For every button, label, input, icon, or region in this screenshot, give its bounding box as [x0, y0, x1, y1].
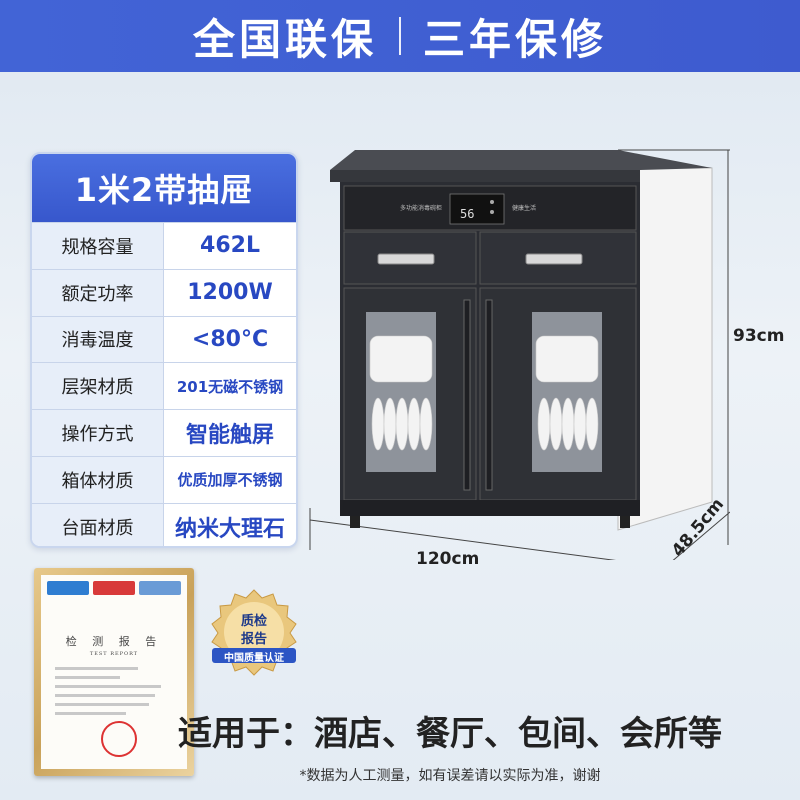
- temperature-display: 56: [460, 207, 474, 221]
- usage-scenarios: 适用于：酒店、餐厅、包间、会所等: [178, 714, 722, 754]
- spec-label: 层架材质: [32, 363, 164, 410]
- spec-value: 纳米大理石: [174, 516, 285, 542]
- spec-label: 台面材质: [32, 503, 164, 546]
- certificate-subtitle: TEST REPORT: [89, 651, 139, 657]
- certificate-text-lines: [55, 667, 173, 721]
- red-stamp-icon: [101, 721, 137, 757]
- test-report-certificate: 检 测 报 告 TEST REPORT: [34, 568, 194, 776]
- top-banner: 全国联保 三年保修: [0, 0, 800, 72]
- spec-value: <80°C: [191, 326, 269, 352]
- spec-label: 消毒温度: [32, 316, 164, 363]
- spec-table: 1米2带抽屉 规格容量 462L 额定功率 1200W 消毒温度 <80°C 层…: [30, 152, 298, 548]
- spec-row: 额定功率 1200W: [32, 268, 296, 316]
- spec-row: 消毒温度 <80°C: [32, 315, 296, 363]
- spec-value: 优质加厚不锈钢: [177, 471, 283, 490]
- svg-text:健康生活: 健康生活: [512, 204, 536, 212]
- svg-text:多功能消毒碗柜: 多功能消毒碗柜: [400, 204, 442, 212]
- width-dimension: 120cm: [416, 549, 480, 569]
- spec-title: 1米2带抽屉: [32, 154, 296, 222]
- badge-line-2: 报告: [240, 632, 267, 647]
- spec-value: 201无磁不锈钢: [176, 377, 284, 396]
- warranty-years-text: 三年保修: [423, 14, 608, 64]
- badge-seal-icon: [211, 589, 297, 676]
- spec-label: 操作方式: [32, 410, 164, 456]
- certificate-title: 检 测 报 告: [65, 635, 163, 648]
- spec-value: 462L: [200, 233, 260, 259]
- quality-inspection-badge: 质检 报告 中国质量认证: [210, 588, 298, 676]
- badge-line-1: 质检: [240, 614, 267, 629]
- measurement-disclaimer: *数据为人工测量，如有误差请以实际为准，谢谢: [299, 768, 601, 784]
- badge-ribbon: 中国质量认证: [224, 653, 284, 664]
- spec-label: 箱体材质: [32, 456, 164, 503]
- spec-row: 台面材质 纳米大理石: [32, 502, 296, 546]
- disinfection-cabinet-image: 多功能消毒碗柜 56 健康生活: [300, 140, 732, 581]
- cabinet-drawing: 多功能消毒碗柜 56 健康生活: [309, 149, 732, 581]
- spec-row: 层架材质 201无磁不锈钢: [32, 362, 296, 410]
- spec-label: 额定功率: [32, 269, 164, 316]
- banner-divider: [399, 17, 401, 55]
- height-dimension: 93cm: [733, 326, 785, 346]
- spec-row: 操作方式 智能触屏: [32, 409, 296, 456]
- spec-value: 1200W: [187, 280, 273, 306]
- certification-logos: [47, 581, 181, 599]
- warranty-nationwide-text: 全国联保: [192, 14, 377, 64]
- spec-value: 智能触屏: [185, 423, 274, 449]
- spec-row: 箱体材质 优质加厚不锈钢: [32, 455, 296, 503]
- spec-row: 规格容量 462L: [32, 222, 296, 269]
- spec-label: 规格容量: [32, 223, 164, 269]
